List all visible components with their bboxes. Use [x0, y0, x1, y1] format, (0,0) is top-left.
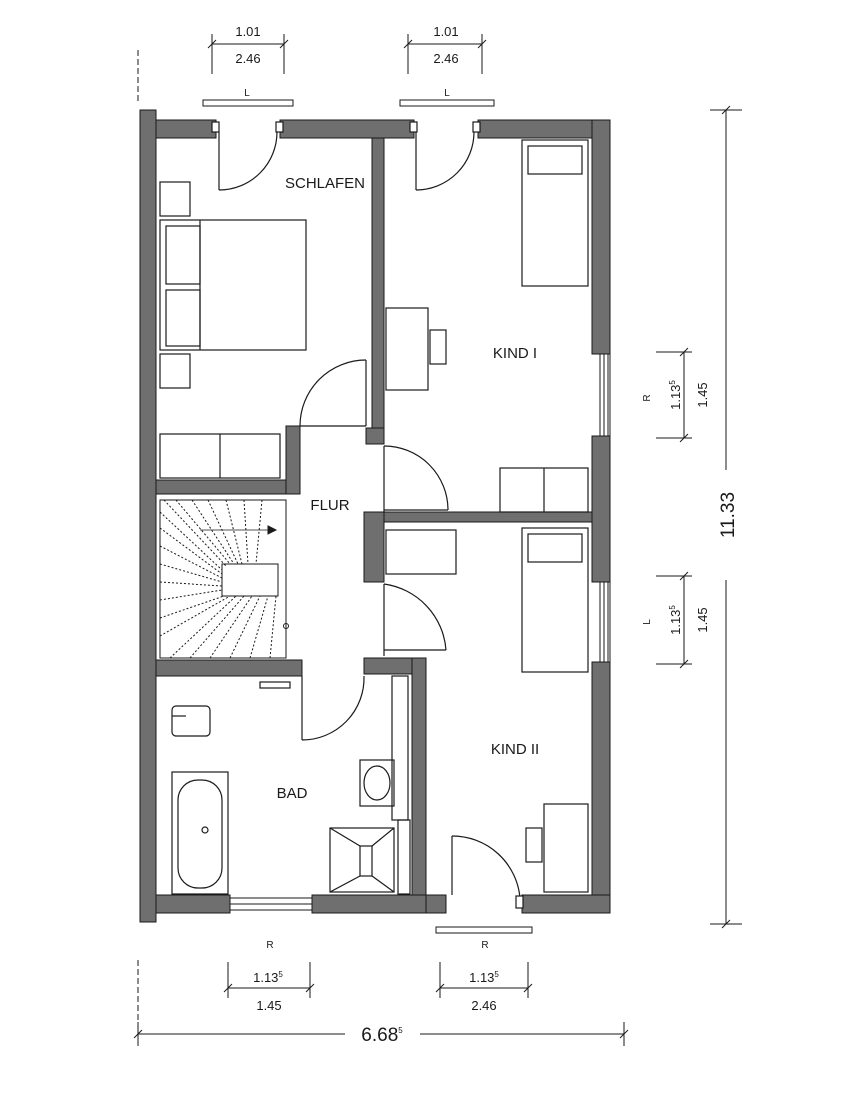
radiator: [259, 681, 291, 689]
dim-value: 1.13: [253, 970, 278, 985]
dim-bottom-left-upper: 1.135: [253, 970, 283, 985]
arrow-right-icon: [267, 525, 278, 535]
dim-bottom-left-lower: 1.45: [256, 998, 281, 1013]
room-label-flur: FLUR: [310, 497, 349, 514]
window-markers: L L R L R R: [244, 88, 653, 951]
outer-outline: [139, 110, 611, 922]
dim-total-width: 6.685: [361, 1025, 403, 1046]
room-label-kind2: KIND II: [491, 741, 539, 758]
pillow: [165, 289, 201, 347]
room-label-schlafen: SCHLAFEN: [285, 175, 365, 192]
chair: [525, 827, 543, 863]
dimension-texts: 1.01 2.46 1.01 2.46 1.135 1.45 1.135 1.4…: [235, 24, 739, 1046]
south-wall-segment: [155, 894, 231, 914]
dim-right-lower-inner: 1.135: [668, 605, 683, 635]
furniture: [159, 139, 589, 895]
dim-value: 1.13: [668, 610, 683, 635]
dim-total-height: 11.33: [718, 492, 739, 538]
wardrobe: [385, 529, 457, 575]
east-wall-segment: [591, 119, 611, 355]
window-marker: R: [481, 940, 488, 951]
dim-superscript: 5: [668, 605, 677, 610]
stair-landing: [221, 563, 279, 597]
dim-value: 1.13: [469, 970, 494, 985]
room-labels: SCHLAFEN KIND I FLUR KIND II BAD: [277, 175, 540, 802]
dim-superscript: 5: [398, 1026, 403, 1035]
window-kind2-south: [435, 926, 533, 934]
south-wall-segment: [521, 894, 611, 914]
pillow: [527, 533, 583, 563]
wall-kind1-kind2: [371, 511, 593, 523]
north-wall-segment: [155, 119, 217, 139]
wall-schlafen-stair: [155, 479, 291, 495]
interior-walls: [155, 137, 593, 914]
chair: [429, 329, 447, 365]
desk: [543, 803, 589, 893]
pillow: [165, 225, 201, 285]
dim-bottom-right-lower: 2.46: [471, 998, 496, 1013]
nightstand: [159, 181, 191, 217]
east-wall-segment: [591, 435, 611, 583]
dim-top-right-lower: 2.46: [433, 51, 458, 66]
window-marker: L: [642, 619, 653, 625]
dim-right-upper-inner: 1.135: [668, 380, 683, 410]
window-kind1-top: [399, 99, 495, 107]
dim-bottom-right-upper: 1.135: [469, 970, 499, 985]
staircase: [159, 499, 289, 659]
toilet: [171, 705, 211, 737]
wall-schlafen-kind1: [371, 137, 385, 429]
north-wall-segment: [279, 119, 415, 139]
exterior-walls: [139, 109, 611, 923]
dim-superscript: 5: [668, 380, 677, 385]
dim-right-lower-outer: 1.45: [695, 607, 710, 632]
dim-value: 1.13: [668, 385, 683, 410]
nightstand: [159, 353, 191, 389]
window-marker: R: [642, 394, 653, 401]
room-label-bad: BAD: [277, 785, 308, 802]
dim-right-lower: 1.135: [668, 605, 683, 635]
desk: [385, 307, 429, 391]
west-wall: [139, 109, 157, 923]
east-wall-segment: [591, 661, 611, 911]
wall-bad-kind2: [411, 657, 427, 896]
wall-stair-bad: [155, 659, 303, 677]
dimension-lines: [133, 34, 742, 1046]
room-label-kind1: KIND I: [493, 345, 537, 362]
windows: [202, 99, 609, 934]
window-schlafen: [202, 99, 294, 107]
dim-top-left-lower: 2.46: [235, 51, 260, 66]
dim-top-right-upper: 1.01: [433, 24, 458, 39]
pillow: [527, 145, 583, 175]
dim-superscript: 5: [278, 970, 283, 979]
dim-superscript: 5: [494, 970, 499, 979]
window-marker: L: [244, 88, 250, 99]
dim-right-upper-outer: 1.45: [695, 382, 710, 407]
window-marker: R: [266, 940, 273, 951]
dim-top-left-upper: 1.01: [235, 24, 260, 39]
window-marker: L: [444, 88, 450, 99]
shower: [329, 827, 395, 893]
doors: [211, 121, 524, 909]
dim-right-upper: 1.135: [668, 380, 683, 410]
dim-value: 6.68: [361, 1025, 398, 1046]
north-wall-segment: [477, 119, 611, 139]
